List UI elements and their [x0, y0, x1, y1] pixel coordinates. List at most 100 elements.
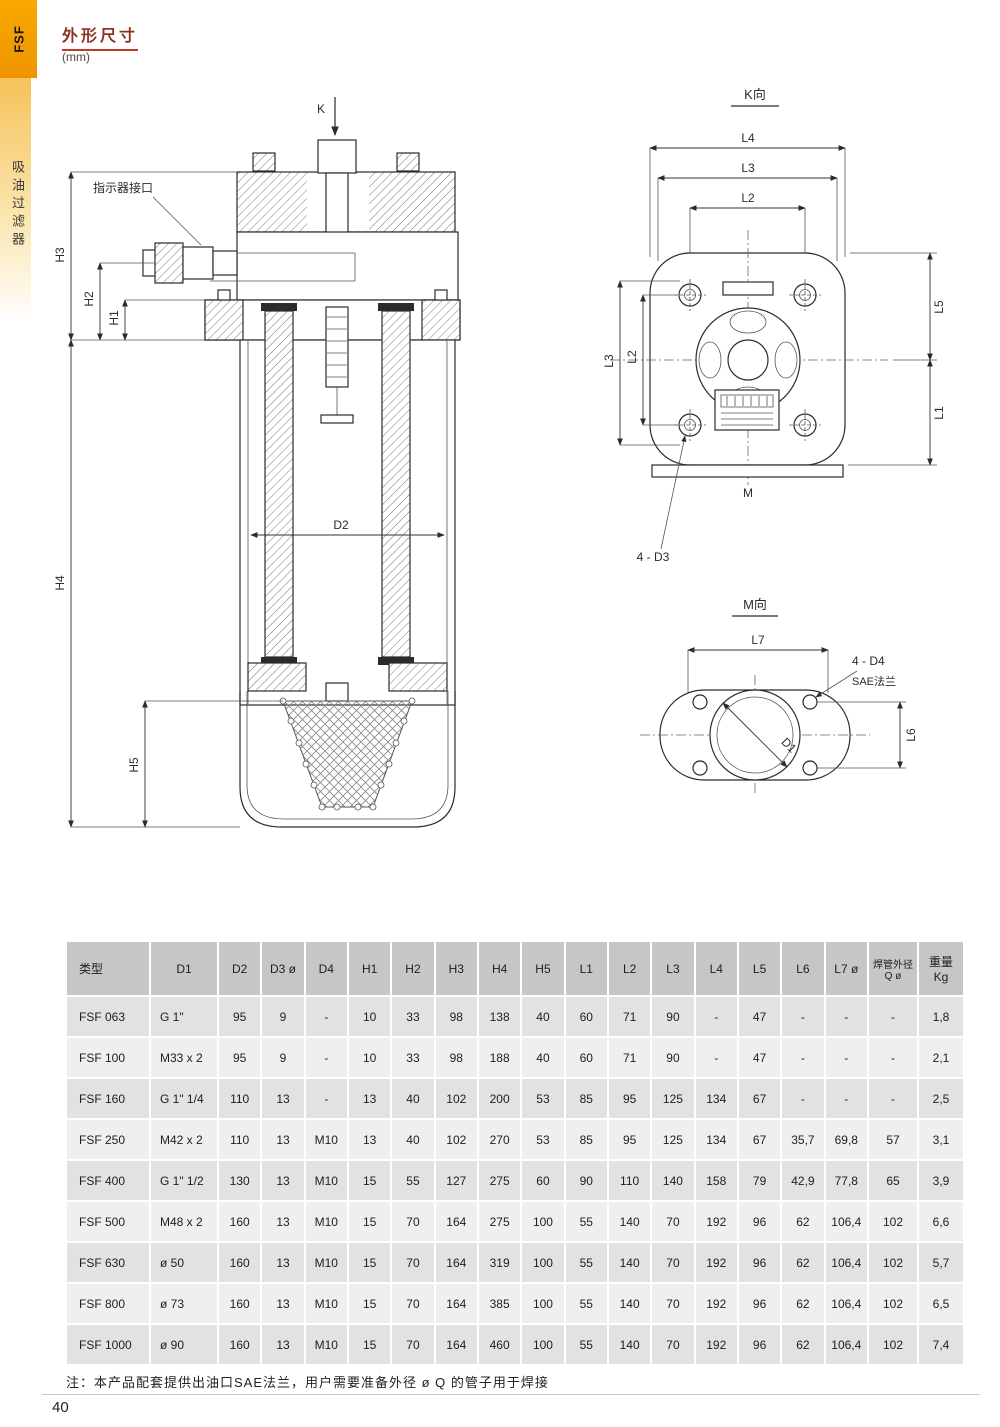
dim-cell: 13 [260, 1159, 306, 1202]
technical-drawing-canvas: K 指示器接口 [55, 87, 946, 828]
col-header: L2 [606, 940, 653, 997]
dim-cell: 164 [433, 1241, 479, 1284]
dim-cell: 40 [390, 1118, 436, 1161]
dim-cell: 90 [650, 1036, 696, 1079]
dim-cell: 69,8 [823, 1118, 870, 1161]
dim-cell: - [823, 995, 870, 1038]
dim-cell: M48 x 2 [149, 1200, 219, 1243]
dim-cell: 15 [346, 1241, 393, 1284]
dim-cell: ø 90 [149, 1323, 219, 1366]
col-header: 焊管外径 Q ø [867, 940, 919, 997]
col-header: L6 [780, 940, 826, 997]
dim-cell: 102 [867, 1323, 919, 1366]
dim-cell: 70 [650, 1200, 696, 1243]
dim-cell: 192 [693, 1241, 739, 1284]
sae-flange-label: SAE法兰 [852, 674, 896, 688]
dim-cell: 15 [346, 1159, 393, 1202]
dim-cell: 134 [693, 1077, 739, 1120]
nameplate [714, 389, 780, 431]
dim-cell: 42,9 [780, 1159, 826, 1202]
dim-cell: 140 [606, 1282, 653, 1325]
dim-cell: 62 [780, 1200, 826, 1243]
dim-cell: 106,4 [823, 1282, 870, 1325]
dim-cell: - [303, 1077, 349, 1120]
dim-cell: 60 [563, 995, 609, 1038]
dim-cell: M10 [303, 1118, 349, 1161]
dim-cell: 13 [260, 1118, 306, 1161]
dim-cell: 319 [476, 1241, 523, 1284]
page-title: 外形尺寸 [62, 22, 139, 51]
dim-cell: 70 [390, 1200, 436, 1243]
dim-cell: 192 [693, 1282, 739, 1325]
dim-cell: 100 [520, 1241, 566, 1284]
dim-cell: M10 [303, 1200, 349, 1243]
dim-cell: 188 [476, 1036, 523, 1079]
sidebar-tab-label: FSF [11, 25, 26, 53]
dim-cell: 95 [606, 1077, 653, 1120]
dim-cell: 110 [606, 1159, 653, 1202]
dim-cell: 1,8 [917, 995, 965, 1038]
dim-cell: 106,4 [823, 1241, 870, 1284]
dim-cell: 110 [216, 1118, 263, 1161]
dim-cell: 13 [260, 1323, 306, 1366]
dim-cell: 79 [736, 1159, 783, 1202]
dim-cell: 15 [346, 1200, 393, 1243]
sidebar-tab-fsf: FSF [0, 0, 37, 78]
dim-cell: 95 [216, 1036, 263, 1079]
col-header: L4 [693, 940, 739, 997]
dim-cell: 134 [693, 1118, 739, 1161]
dim-cell: 270 [476, 1118, 523, 1161]
dim-cell: 125 [650, 1118, 696, 1161]
dim-cell: 70 [650, 1241, 696, 1284]
hole-callout-4d4: 4 - D4 [852, 654, 885, 668]
dim-cell: ø 50 [149, 1241, 219, 1284]
dim-cell: 127 [433, 1159, 479, 1202]
dim-cell: 47 [736, 1036, 783, 1079]
dim-cell: 40 [390, 1077, 436, 1120]
dim-cell: 460 [476, 1323, 523, 1366]
dim-cell: 100 [520, 1323, 566, 1366]
dim-cell: 102 [867, 1282, 919, 1325]
col-header: L1 [563, 940, 609, 997]
col-header: 类型 [65, 940, 151, 997]
dim-cell: 65 [867, 1159, 919, 1202]
dim-cell: 62 [780, 1282, 826, 1325]
m-direction-view: M向 L7 D1 4 - D4 SAE法兰 [640, 597, 918, 795]
dim-cell: - [303, 995, 349, 1038]
dim-cell: 160 [216, 1241, 263, 1284]
sidebar-category-strip: 吸油过滤器 [0, 78, 31, 323]
dim-cell: 62 [780, 1241, 826, 1284]
unit-label: (mm) [62, 50, 90, 64]
dim-cell: ø 73 [149, 1282, 219, 1325]
col-header: L7 ø [823, 940, 870, 997]
dim-cell: 5,7 [917, 1241, 965, 1284]
row-model: FSF 160 [65, 1077, 151, 1120]
row-model: FSF 100 [65, 1036, 151, 1079]
m-view-title: M向 [743, 597, 767, 612]
dim-cell: 96 [736, 1282, 783, 1325]
dim-cell: 2,5 [917, 1077, 965, 1120]
dim-cell: G 1" 1/4 [149, 1077, 219, 1120]
dim-cell: 138 [476, 995, 523, 1038]
dim-cell: 160 [216, 1200, 263, 1243]
dim-cell: M10 [303, 1282, 349, 1325]
dim-cell: 95 [216, 995, 263, 1038]
dim-cell: 55 [563, 1323, 609, 1366]
bolt-hole-top-right [789, 279, 821, 311]
dim-cell: 110 [216, 1077, 263, 1120]
dim-cell: - [780, 1036, 826, 1079]
dim-cell: 71 [606, 1036, 653, 1079]
dim-cell: 71 [606, 995, 653, 1038]
dim-cell: 57 [867, 1118, 919, 1161]
dim-label-l6: L6 [904, 728, 918, 742]
dim-cell: - [823, 1077, 870, 1120]
dim-label-l2-left: L2 [625, 350, 639, 364]
row-model: FSF 063 [65, 995, 151, 1038]
indicator-port-label: 指示器接口 [93, 180, 153, 195]
col-header: H4 [476, 940, 523, 997]
